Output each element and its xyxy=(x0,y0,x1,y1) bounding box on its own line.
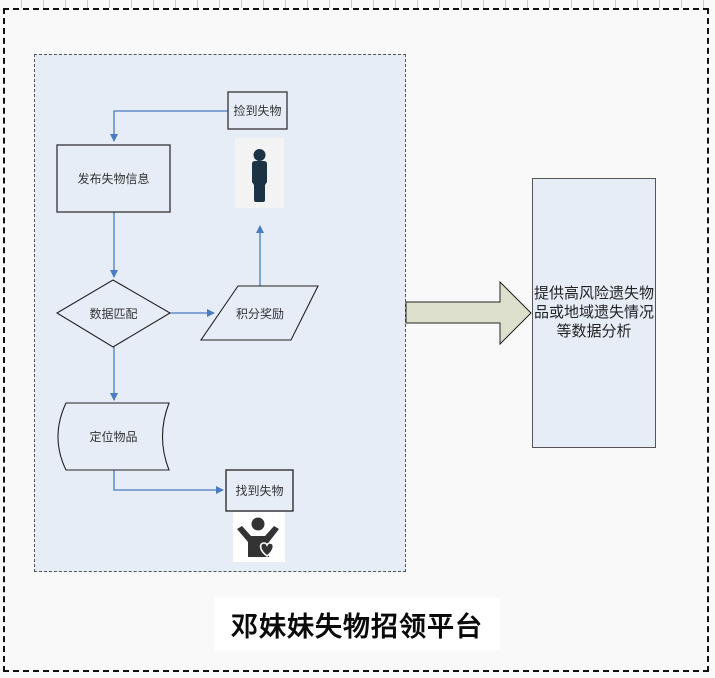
block-arrow-right-icon xyxy=(405,280,532,346)
platform-title: 邓妹妹失物招领平台 xyxy=(231,611,483,643)
person-icon xyxy=(235,138,284,208)
connector-locate-to-found xyxy=(113,470,224,494)
data-analysis-text: 提供高风险遗失物品或地域遗失情况等数据分析 xyxy=(534,283,655,340)
node-item-found-shape xyxy=(225,469,294,512)
node-found-item-shape xyxy=(227,91,288,130)
data-analysis-box: 提供高风险遗失物品或地域遗失情况等数据分析 xyxy=(532,178,656,448)
node-found-item-label: 捡到失物 xyxy=(233,104,282,118)
node-data-match-label: 数据匹配 xyxy=(89,307,138,321)
node-publish-info-shape xyxy=(56,144,171,213)
joyful-person-heart-icon xyxy=(233,512,285,562)
node-data-match-shape xyxy=(55,279,172,348)
ruler-gridline xyxy=(0,0,715,8)
platform-frame xyxy=(3,8,709,672)
platform-title-box: 邓妹妹失物招领平台 xyxy=(214,597,500,651)
node-item-found-label: 找到失物 xyxy=(235,484,284,498)
node-publish-info-label: 发布失物信息 xyxy=(77,172,150,186)
node-locate-item-shape xyxy=(57,402,170,471)
node-points-reward-shape xyxy=(199,285,319,341)
node-points-reward-label: 积分奖励 xyxy=(235,306,284,321)
node-locate-item-label: 定位物品 xyxy=(89,430,138,444)
connector-found-to-publish xyxy=(110,110,228,142)
